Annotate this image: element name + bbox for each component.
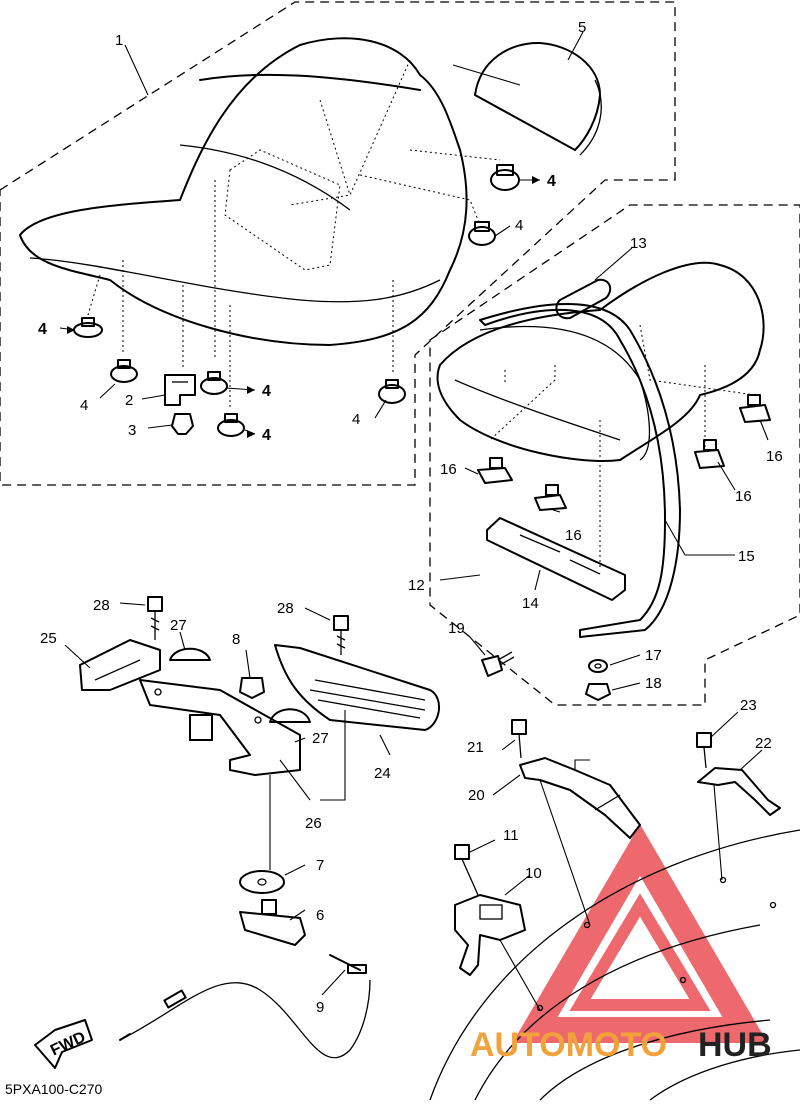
callout-16: 16 [565, 527, 582, 544]
rubber-pad [269, 708, 311, 723]
callout-27: 27 [312, 730, 329, 747]
callout-26: 26 [305, 815, 322, 832]
clip-nut [739, 394, 771, 423]
bolt [333, 615, 349, 655]
grommet [378, 379, 406, 404]
callout-24: 24 [374, 765, 391, 782]
nut [239, 677, 265, 699]
cover-plate [274, 644, 440, 731]
callout-4: 4 [38, 321, 47, 338]
clip-nut [534, 484, 567, 511]
rear-fender [429, 829, 800, 1101]
fwd-label: FWD [48, 1029, 88, 1060]
lock-assembly [239, 899, 306, 946]
callout-10: 10 [525, 865, 542, 882]
callout-4: 4 [80, 397, 88, 414]
callout-4: 4 [352, 411, 360, 428]
hinge-bracket [79, 639, 161, 691]
seat-pad [474, 41, 602, 156]
watermark-text-primary: AUTOMOTO [470, 1026, 667, 1064]
clip-nut [694, 439, 725, 469]
callout-5: 5 [578, 19, 586, 36]
backrest [436, 261, 765, 570]
callout-28: 28 [93, 597, 110, 614]
lock-cover [239, 870, 285, 894]
grommet [217, 413, 245, 437]
callout-20: 20 [468, 787, 485, 804]
callout-19: 19 [448, 620, 465, 637]
callout-1: 1 [115, 32, 123, 49]
callout-16: 16 [735, 488, 752, 505]
callout-21: 21 [467, 739, 484, 756]
seat-lock [454, 894, 526, 976]
callout-4: 4 [547, 173, 556, 190]
main-seat [19, 37, 468, 346]
callout-4: 4 [515, 217, 523, 234]
callout-9: 9 [316, 999, 324, 1016]
callout-23: 23 [740, 697, 757, 714]
bolt [511, 719, 527, 759]
seat-group-boundary [0, 1, 676, 486]
callout-11: 11 [503, 827, 519, 844]
backrest-group-boundary [429, 204, 800, 706]
seat-nut [171, 413, 194, 435]
callout-14: 14 [522, 595, 539, 612]
callout-12: 12 [408, 577, 425, 594]
callout-4: 4 [262, 383, 271, 400]
bolt [696, 732, 712, 769]
callout-2: 2 [125, 392, 133, 409]
warning-triangle-icon [512, 824, 768, 1043]
callout-17: 17 [645, 647, 662, 664]
callout-6: 6 [316, 907, 324, 924]
callout-7: 7 [316, 857, 324, 874]
bolt [454, 844, 479, 896]
callout-16: 16 [440, 461, 457, 478]
grommet [200, 371, 228, 395]
grommet [73, 317, 103, 338]
rubber-pad [169, 647, 211, 661]
seat-lock-cable [119, 954, 371, 1059]
seat-bracket [164, 374, 196, 406]
callout-18: 18 [645, 675, 662, 692]
callout-22: 22 [755, 735, 772, 752]
callout-13: 13 [630, 235, 647, 252]
latch-stay [519, 757, 641, 839]
clip-nut [477, 457, 513, 484]
nut [585, 683, 611, 701]
grommet [490, 164, 520, 191]
callout-4: 4 [262, 427, 271, 444]
callout-28: 28 [277, 600, 294, 617]
washer [588, 659, 608, 673]
watermark-text-secondary: HUB [698, 1026, 772, 1064]
seat-lock-plate [139, 679, 301, 776]
callout-15: 15 [738, 548, 755, 565]
grommet [110, 359, 138, 383]
callout-16: 16 [766, 448, 783, 465]
callout-8: 8 [232, 631, 240, 648]
backrest-plug [555, 278, 612, 320]
callout-27: 27 [170, 617, 187, 634]
backrest-frame [479, 302, 681, 638]
reference-code: 5PXA100-C270 [5, 1081, 103, 1097]
fwd-arrow-icon: FWD [34, 1019, 93, 1069]
callout-3: 3 [128, 422, 136, 439]
bolt [147, 596, 163, 640]
backrest-bracket [486, 517, 626, 601]
grab-bar [697, 767, 781, 816]
callout-25: 25 [40, 630, 57, 647]
grommet [468, 221, 496, 246]
bolt [481, 651, 515, 677]
